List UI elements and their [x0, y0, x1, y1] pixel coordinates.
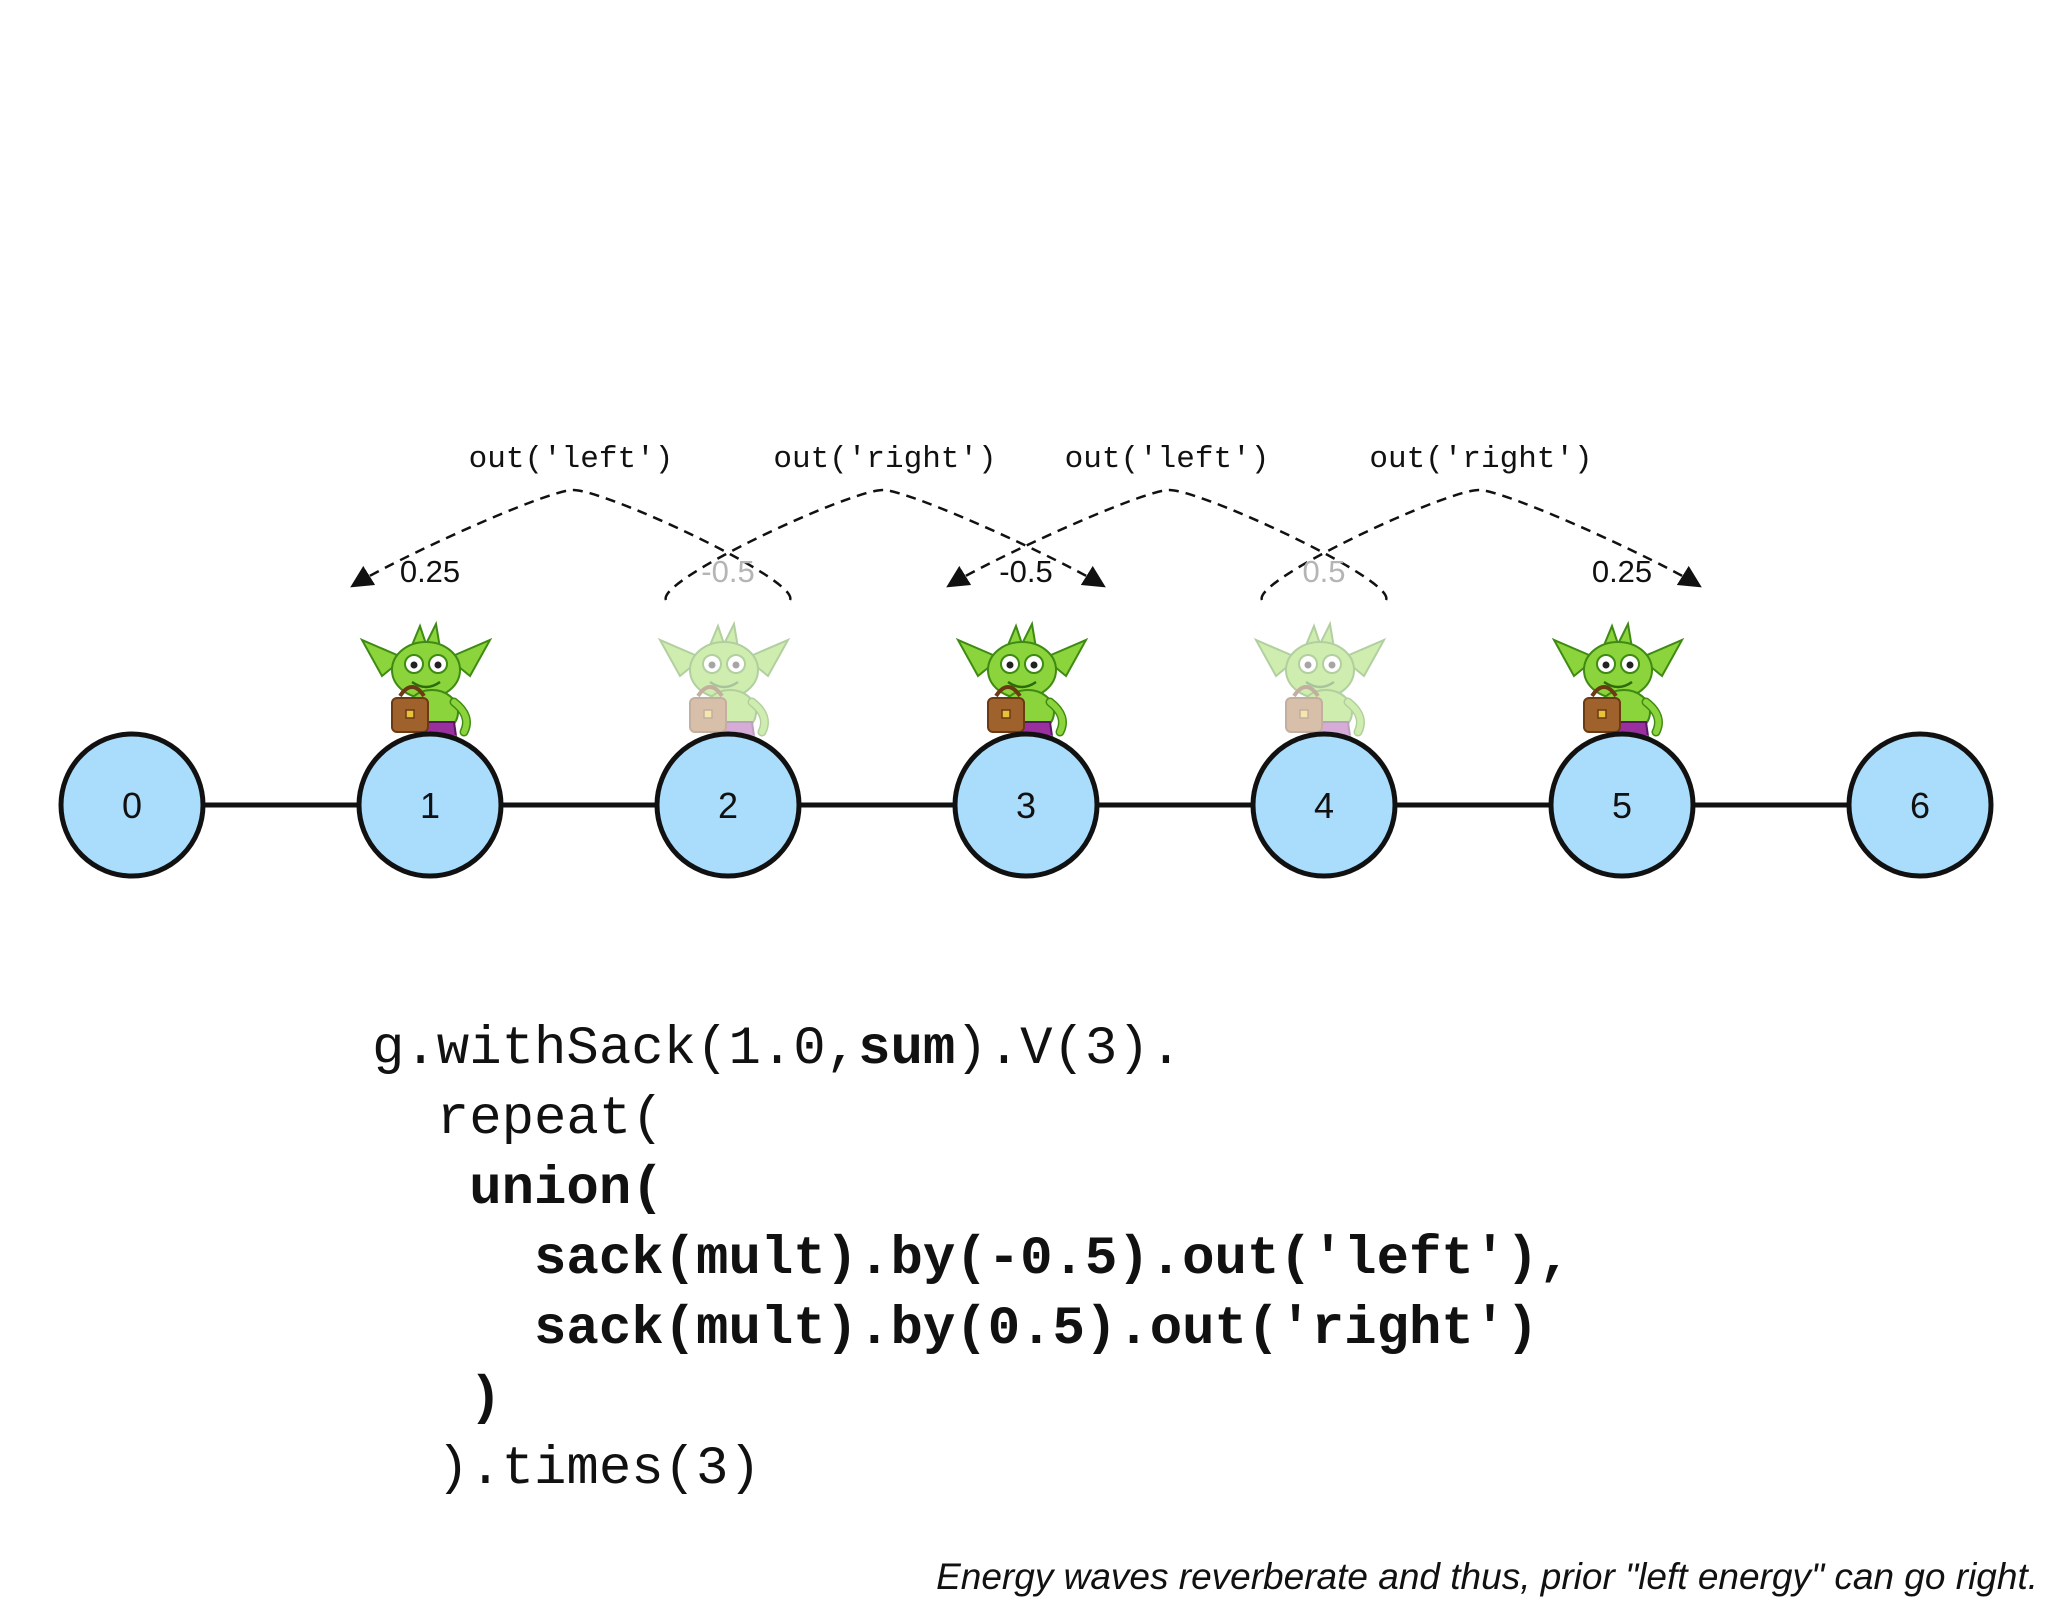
- node-0: 0: [58, 731, 206, 879]
- node-label: 0: [122, 785, 142, 826]
- sack-value-4: 0.5: [1302, 554, 1345, 589]
- code-token: sum: [858, 1019, 956, 1080]
- arc-label-2: out('left'): [1065, 442, 1270, 477]
- sack-value-5: 0.25: [1592, 554, 1652, 589]
- sack-value-1: 0.25: [400, 554, 460, 589]
- code-line-2: union(: [372, 1155, 1571, 1225]
- code-token: ).times(3): [372, 1439, 761, 1500]
- node-1: 1: [356, 731, 504, 879]
- node-label: 2: [718, 785, 738, 826]
- node-5: 5: [1548, 731, 1696, 879]
- node-label: 4: [1314, 785, 1334, 826]
- arc-0: [350, 488, 792, 601]
- node-circle: [58, 731, 206, 879]
- graph-nodes: 0 1 2 3 4 5 6: [58, 731, 1994, 879]
- code-line-5: ): [372, 1365, 1571, 1435]
- code-token: ).V(3).: [955, 1019, 1183, 1080]
- step-arcs: out('left') out('right') out('left') out('r…: [350, 442, 1702, 601]
- node-3: 3: [952, 731, 1100, 879]
- code-token: g.withSack(1.0,: [372, 1019, 859, 1080]
- code-line-4: sack(mult).by(0.5).out('right'): [372, 1295, 1571, 1365]
- node-label: 3: [1016, 785, 1036, 826]
- caption: Energy waves reverberate and thus, prior…: [936, 1556, 2038, 1597]
- arc-3: [1260, 488, 1702, 601]
- arc-2: [946, 488, 1388, 601]
- sack-values: 0.25 -0.5 -0.5 0.5 0.25: [400, 554, 1652, 589]
- code-token: ): [372, 1369, 502, 1430]
- arc-label-0: out('left'): [469, 442, 674, 477]
- node-2: 2: [654, 731, 802, 879]
- code-line-6: ).times(3): [372, 1435, 1571, 1505]
- arc-label-3: out('right'): [1369, 442, 1592, 477]
- node-circle: [1548, 731, 1696, 879]
- code-token: sack(mult).by(0.5).out('right'): [372, 1299, 1539, 1360]
- node-label: 5: [1612, 785, 1632, 826]
- node-label: 6: [1910, 785, 1930, 826]
- node-6: 6: [1846, 731, 1994, 879]
- code-line-3: sack(mult).by(-0.5).out('left'),: [372, 1225, 1571, 1295]
- arc-1: [664, 488, 1106, 601]
- node-circle: [1846, 731, 1994, 879]
- sack-value-2: -0.5: [701, 554, 754, 589]
- code-token: union(: [372, 1159, 664, 1220]
- node-label: 1: [420, 785, 440, 826]
- code-token: repeat(: [372, 1089, 664, 1150]
- node-circle: [654, 731, 802, 879]
- arc-label-1: out('right'): [773, 442, 996, 477]
- code-line-0: g.withSack(1.0,sum).V(3).: [372, 1015, 1571, 1085]
- node-circle: [356, 731, 504, 879]
- gremlin-code-block: g.withSack(1.0,sum).V(3). repeat( union(…: [372, 1015, 1571, 1505]
- sack-value-3: -0.5: [999, 554, 1052, 589]
- node-circle: [952, 731, 1100, 879]
- code-line-1: repeat(: [372, 1085, 1571, 1155]
- code-token: sack(mult).by(-0.5).out('left'),: [372, 1229, 1571, 1290]
- node-4: 4: [1250, 731, 1398, 879]
- node-circle: [1250, 731, 1398, 879]
